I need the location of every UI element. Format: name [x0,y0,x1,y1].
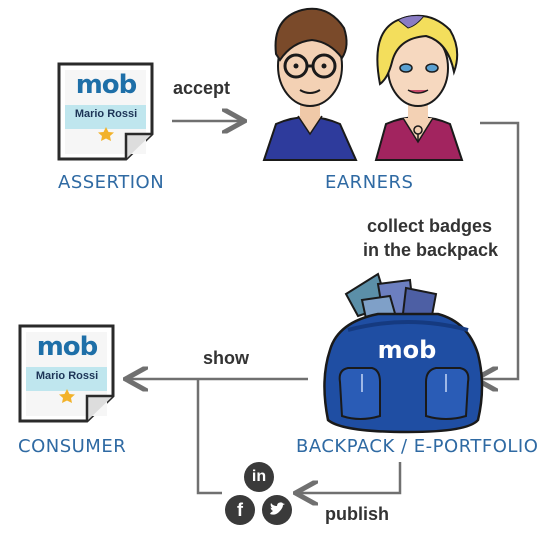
twitter-icon [262,495,292,525]
backpack-logo: mob [377,336,437,364]
badge-logo: mob [75,70,138,100]
linkedin-icon: in [244,462,274,492]
consumer-label: CONSUMER [18,436,127,457]
backpack-illustration [323,272,484,434]
earners-illustration [262,7,464,161]
female-earner-figure [374,14,464,161]
assertion-badge: mob Mario Rossi [56,60,156,162]
edge-label-collect-line1: collect badges [367,216,493,236]
backpack-label: BACKPACK / e-PORTFOLIO [296,436,539,457]
facebook-glyph: f [237,500,243,520]
edge-label-show: show [203,348,250,368]
edge-label-accept: accept [173,78,231,98]
badge-frame [57,62,154,161]
consumer-badge: mob Mario Rossi [17,322,117,424]
male-earner-figure [262,7,358,161]
assertion-label: ASSERTION [58,172,165,193]
badge-name: Mario Rossi [35,370,99,382]
arrow-collect [478,121,520,379]
earners-label: EARNERS [325,172,414,193]
edge-label-publish: publish [325,504,389,524]
arrow-publish-drop [196,379,222,495]
facebook-icon: f [225,495,255,525]
linkedin-glyph: in [251,468,267,485]
badge-name: Mario Rossi [74,108,138,120]
badge-logo: mob [36,332,99,362]
twitter-bird-glyph [270,502,285,515]
badge-frame [18,324,115,423]
arrow-publish [298,462,402,493]
edge-label-collect-line2: in the backpack [363,240,499,260]
